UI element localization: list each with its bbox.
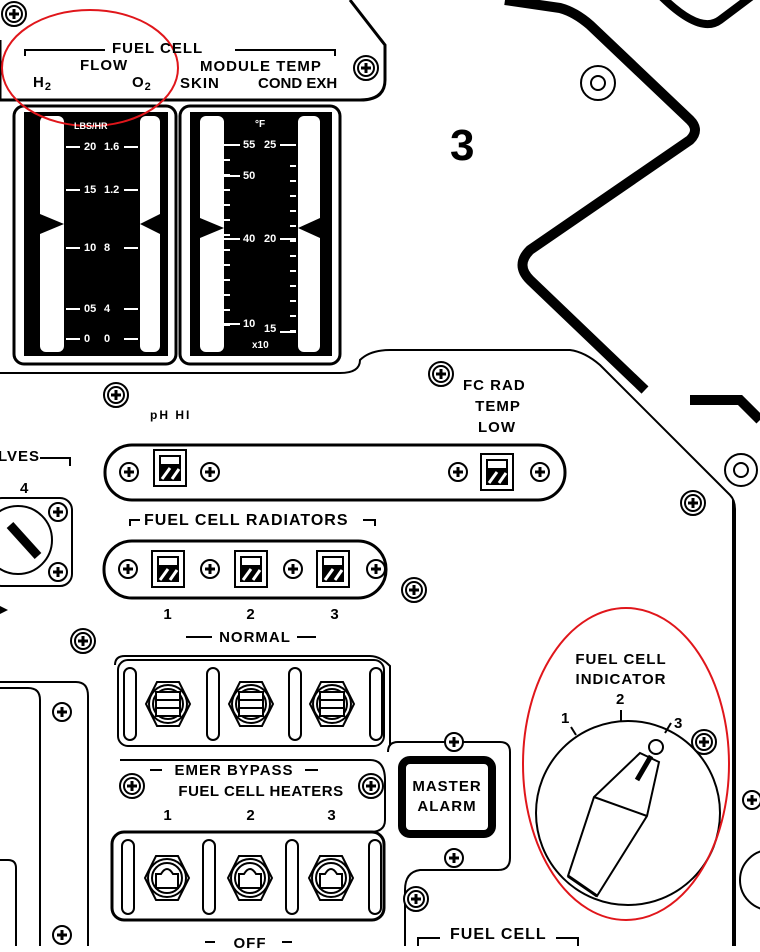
- valves-label: LVES: [0, 448, 41, 465]
- indicator-position-3[interactable]: 3: [674, 715, 684, 732]
- o2-label: O2: [132, 74, 152, 93]
- h2-flow-pointer: [40, 214, 64, 234]
- ph-hi-label: pH HI: [150, 408, 192, 422]
- skin-temp-tick-label: 55: [243, 139, 256, 151]
- fuel-cell-indicator-knob: [535, 710, 721, 906]
- module-temp-label: MODULE TEMP: [200, 58, 322, 75]
- o2-flow-tick-label: 8: [104, 242, 111, 254]
- o2-flow-tick-label: 1.2: [104, 184, 120, 196]
- h2-flow-tick-label: 0: [84, 333, 91, 345]
- radiator-3-flag: [315, 549, 351, 589]
- h2-label: H2: [33, 74, 52, 93]
- annotation-circle-flow: [1, 9, 179, 127]
- normal-toggle-2: [228, 681, 274, 727]
- cond-temp-tick-label: 25: [264, 139, 277, 151]
- radiator-2-flag: [233, 549, 269, 589]
- fc-rad-label-2: TEMP: [475, 398, 521, 415]
- o2-flow-tick-label: 0: [104, 333, 111, 345]
- screw-icon: [51, 701, 73, 723]
- o2-flow-tick-label: 1.6: [104, 141, 120, 153]
- skin-temp-tick-label: 40: [243, 233, 256, 245]
- radiator-1-flag: [150, 549, 186, 589]
- heater-1-label: 1: [163, 807, 173, 824]
- skin-temp-tick-label: 10: [243, 318, 256, 330]
- screw-icon: [51, 924, 73, 946]
- normal-toggle-1: [145, 681, 191, 727]
- fc-rad-temp-low-flag: [479, 452, 515, 492]
- radiator-1-label: 1: [163, 606, 173, 623]
- indicator-title-2: INDICATOR: [575, 671, 667, 688]
- heater-toggle-3: [308, 855, 354, 901]
- annotation-circle-indicator: [522, 607, 730, 921]
- fuel-cell-title: FUEL CELL: [112, 40, 204, 57]
- h2-flow-tick-label: 20: [84, 141, 97, 153]
- temp-units: °F: [255, 119, 266, 130]
- screw-icon: [427, 360, 455, 388]
- screw-icon: [118, 772, 146, 800]
- screw-icon: [357, 772, 385, 800]
- indicator-title-1: FUEL CELL: [575, 651, 667, 668]
- normal-label: NORMAL: [219, 629, 291, 646]
- screw-icon: [0, 0, 28, 28]
- o2-flow-pointer: [140, 214, 160, 234]
- h2-flow-tick-label: 15: [84, 184, 97, 196]
- skin-temp-tick-label: 50: [243, 170, 256, 182]
- radiators-title: FUEL CELL RADIATORS: [144, 512, 349, 529]
- screw-icon: [400, 576, 428, 604]
- heaters-title: FUEL CELL HEATERS: [178, 783, 344, 800]
- panel-number: 3: [450, 121, 475, 170]
- h2-flow-tick-label: 10: [84, 242, 97, 254]
- cond-temp-tick-label: 20: [264, 233, 277, 245]
- master-alarm-line2: ALARM: [417, 798, 477, 815]
- ph-hi-flag: [152, 448, 188, 488]
- radiator-3-label: 3: [330, 606, 340, 623]
- header-plate: [0, 0, 387, 102]
- bottom-fuel-cell-label: FUEL CELL: [450, 926, 547, 943]
- flow-units: LBS/HR: [74, 121, 108, 131]
- indicator-position-2[interactable]: 2: [616, 691, 626, 708]
- cond-temp-tick-label: 15: [264, 323, 277, 335]
- indicator-position-1[interactable]: 1: [561, 710, 571, 727]
- heater-3-label: 3: [327, 807, 337, 824]
- cond-temp-pointer: [298, 218, 320, 238]
- screw-icon: [443, 847, 465, 869]
- screw-icon: [741, 789, 760, 811]
- screw-icon: [69, 627, 97, 655]
- h2-flow-tick-label: 05: [84, 303, 97, 315]
- normal-toggle-3: [309, 681, 355, 727]
- fc-rad-label-1: FC RAD: [463, 377, 526, 394]
- heater-toggle-2: [227, 855, 273, 901]
- heater-toggle-1: [144, 855, 190, 901]
- temp-multiplier: x10: [252, 340, 269, 351]
- radiator-2-label: 2: [246, 606, 256, 623]
- heater-2-label: 2: [246, 807, 256, 824]
- o2-flow-tick-label: 4: [104, 303, 111, 315]
- master-alarm-line1: MASTER: [412, 778, 482, 795]
- skin-temp-pointer: [200, 218, 224, 238]
- screw-icon: [443, 731, 465, 753]
- cond-exh-label: COND EXH: [258, 75, 338, 92]
- off-label: OFF: [233, 935, 267, 952]
- screw-icon: [679, 489, 707, 517]
- screw-icon: [402, 885, 430, 913]
- fc-rad-label-3: LOW: [478, 419, 516, 436]
- emer-bypass-label: EMER BYPASS: [174, 762, 294, 779]
- skin-label: SKIN: [180, 75, 220, 92]
- master-alarm-button[interactable]: MASTER ALARM: [398, 756, 496, 838]
- valve-4-label: 4: [20, 480, 30, 497]
- panel-border: [504, 0, 700, 394]
- flow-label: FLOW: [80, 57, 129, 74]
- screw-icon: [352, 54, 380, 82]
- screw-icon: [102, 381, 130, 409]
- screw-icon: [690, 728, 718, 756]
